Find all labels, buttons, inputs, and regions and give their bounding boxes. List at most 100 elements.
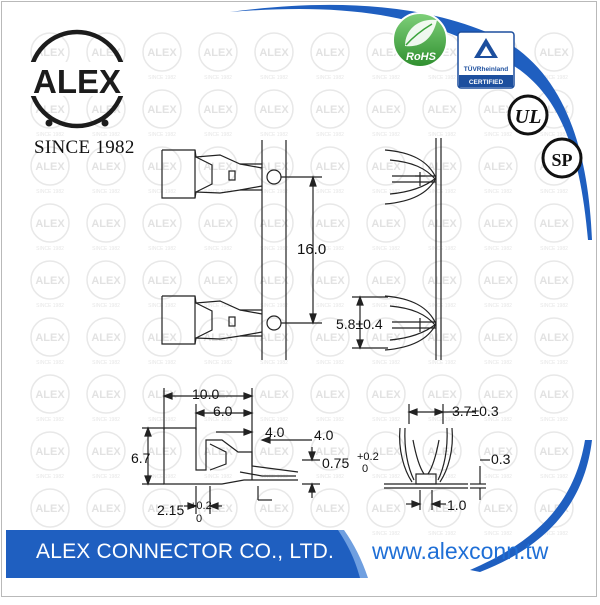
svg-text:ALEX: ALEX bbox=[539, 446, 569, 458]
svg-text:SINCE 1982: SINCE 1982 bbox=[540, 474, 568, 480]
svg-text:SINCE 1982: SINCE 1982 bbox=[540, 75, 568, 81]
watermark-logo: ALEX SINCE 1982 bbox=[30, 374, 70, 423]
svg-text:ALEX: ALEX bbox=[483, 446, 513, 458]
svg-text:ALEX: ALEX bbox=[539, 218, 569, 230]
svg-text:ALEX: ALEX bbox=[91, 275, 121, 287]
svg-text:ALEX: ALEX bbox=[315, 47, 345, 59]
svg-text:SINCE 1982: SINCE 1982 bbox=[484, 303, 512, 309]
dim-spring-height: 5.8±0.4 bbox=[336, 316, 383, 332]
svg-text:SINCE 1982: SINCE 1982 bbox=[428, 132, 456, 138]
svg-text:SINCE 1982: SINCE 1982 bbox=[260, 417, 288, 423]
tuv-status: CERTIFIED bbox=[469, 79, 504, 86]
svg-text:SINCE 1982: SINCE 1982 bbox=[36, 474, 64, 480]
svg-text:SINCE 1982: SINCE 1982 bbox=[148, 132, 176, 138]
svg-text:ALEX: ALEX bbox=[371, 332, 401, 344]
image-frame bbox=[1, 1, 597, 597]
dim-thickness-lower: 0 bbox=[362, 463, 368, 475]
svg-text:SINCE 1982: SINCE 1982 bbox=[316, 417, 344, 423]
watermark-logo: ALEX SINCE 1982 bbox=[198, 32, 238, 81]
svg-text:SINCE 1982: SINCE 1982 bbox=[484, 531, 512, 537]
svg-text:ALEX: ALEX bbox=[147, 446, 177, 458]
svg-text:SINCE 1982: SINCE 1982 bbox=[428, 417, 456, 423]
footer-banner-edge bbox=[338, 530, 368, 578]
svg-text:SINCE 1982: SINCE 1982 bbox=[204, 75, 232, 81]
footer-curve bbox=[470, 440, 592, 572]
svg-text:ALEX: ALEX bbox=[427, 503, 457, 515]
svg-text:SINCE 1982: SINCE 1982 bbox=[92, 246, 120, 252]
svg-text:SINCE 1982: SINCE 1982 bbox=[316, 360, 344, 366]
svg-text:ALEX: ALEX bbox=[35, 503, 65, 515]
svg-text:ALEX: ALEX bbox=[315, 218, 345, 230]
svg-text:ALEX: ALEX bbox=[147, 104, 177, 116]
svg-text:ALEX: ALEX bbox=[35, 389, 65, 401]
watermark-logo: ALEX SINCE 1982 bbox=[534, 431, 574, 480]
svg-text:SINCE 1982: SINCE 1982 bbox=[148, 417, 176, 423]
tuv-name: TÜVRheinland bbox=[464, 64, 508, 73]
svg-text:SINCE 1982: SINCE 1982 bbox=[204, 417, 232, 423]
svg-text:SINCE 1982: SINCE 1982 bbox=[540, 189, 568, 195]
svg-text:SINCE 1982: SINCE 1982 bbox=[372, 360, 400, 366]
svg-text:SINCE 1982: SINCE 1982 bbox=[260, 75, 288, 81]
svg-text:SINCE 1982: SINCE 1982 bbox=[428, 303, 456, 309]
svg-text:ALEX: ALEX bbox=[539, 47, 569, 59]
svg-text:ALEX: ALEX bbox=[371, 218, 401, 230]
svg-text:SINCE 1982: SINCE 1982 bbox=[372, 417, 400, 423]
svg-text:ALEX: ALEX bbox=[427, 275, 457, 287]
svg-text:SINCE 1982: SINCE 1982 bbox=[148, 360, 176, 366]
svg-text:SINCE 1982: SINCE 1982 bbox=[428, 246, 456, 252]
svg-text:SINCE 1982: SINCE 1982 bbox=[540, 531, 568, 537]
svg-text:ALEX: ALEX bbox=[259, 446, 289, 458]
dim-material-thickness: 0.3 bbox=[491, 451, 511, 467]
svg-text:ALEX: ALEX bbox=[35, 332, 65, 344]
watermark-logo: ALEX SINCE 1982 bbox=[142, 89, 182, 138]
svg-text:SINCE 1982: SINCE 1982 bbox=[92, 303, 120, 309]
svg-text:SINCE 1982: SINCE 1982 bbox=[204, 474, 232, 480]
svg-text:SINCE 1982: SINCE 1982 bbox=[540, 360, 568, 366]
watermark-logo: ALEX SINCE 1982 bbox=[86, 260, 126, 309]
svg-text:ALEX: ALEX bbox=[427, 389, 457, 401]
svg-text:SINCE 1982: SINCE 1982 bbox=[204, 303, 232, 309]
svg-text:SINCE 1982: SINCE 1982 bbox=[260, 303, 288, 309]
watermark-logo: ALEX SINCE 1982 bbox=[86, 203, 126, 252]
csa-badge: SP bbox=[541, 137, 583, 179]
website-link[interactable]: www.alexconn.tw bbox=[372, 538, 549, 564]
svg-text:SINCE 1982: SINCE 1982 bbox=[484, 246, 512, 252]
svg-text:SINCE 1982: SINCE 1982 bbox=[428, 474, 456, 480]
svg-text:ALEX: ALEX bbox=[427, 332, 457, 344]
dim-pitch: 16.0 bbox=[297, 241, 326, 258]
svg-text:SINCE 1982: SINCE 1982 bbox=[36, 246, 64, 252]
svg-text:ALEX: ALEX bbox=[91, 218, 121, 230]
dim-base-upper: +0.2 bbox=[190, 500, 212, 512]
dim-crimp-length: 6.0 bbox=[213, 403, 233, 419]
svg-text:SINCE 1982: SINCE 1982 bbox=[372, 189, 400, 195]
svg-text:ALEX: ALEX bbox=[315, 503, 345, 515]
svg-text:ALEX: ALEX bbox=[371, 446, 401, 458]
svg-text:ALEX: ALEX bbox=[91, 161, 121, 173]
svg-text:ALEX: ALEX bbox=[203, 47, 233, 59]
svg-text:SINCE 1982: SINCE 1982 bbox=[36, 417, 64, 423]
svg-text:ALEX: ALEX bbox=[539, 332, 569, 344]
svg-text:SINCE 1982: SINCE 1982 bbox=[372, 474, 400, 480]
svg-text:SINCE 1982: SINCE 1982 bbox=[92, 360, 120, 366]
svg-text:ALEX: ALEX bbox=[539, 389, 569, 401]
